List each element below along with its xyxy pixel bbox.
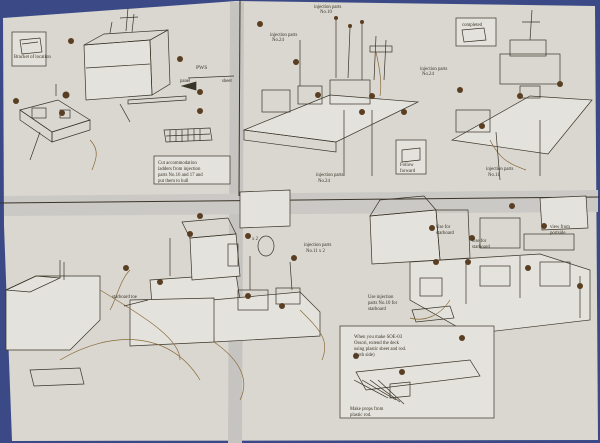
panel-top-left (11, 7, 235, 185)
note-line-1: Cut accommodation (158, 161, 197, 166)
label-starboard-toe: starboard toe (112, 295, 137, 300)
label-bracket: Bracket of location (14, 55, 51, 60)
label-parts-d: injection parts (316, 173, 343, 178)
panel-bottom-right (339, 195, 591, 419)
label-use-for-a2: starboard (436, 231, 454, 236)
label-parts-c-no: No.24 (422, 72, 434, 77)
step-markers-tr (257, 21, 563, 129)
label-forward-a: Follow (400, 163, 414, 168)
note-line-4: put them to hull (158, 179, 189, 184)
step-markers-bl (123, 213, 297, 309)
label-parts-e: injection parts (486, 167, 513, 172)
label-use-parts2: parts No.10 for (368, 301, 398, 306)
label-view: view from (550, 225, 570, 230)
label-parts-d-no: No.24 (318, 179, 330, 184)
note-line-2: ladders from injection (158, 167, 201, 172)
label-use-for-b2: starboard (472, 245, 490, 250)
label-use-parts3: starboard (368, 307, 386, 312)
inset-caption-a: Make props from (350, 407, 384, 412)
label-x2: x 2 (252, 237, 259, 242)
label-view2: portside (550, 231, 565, 236)
label-pws-detail2: sheet (222, 79, 233, 84)
inset-line-4: (both side) (354, 353, 375, 358)
label-use-for-a: Use for (436, 225, 451, 230)
inset-caption-b: plastic rod. (350, 413, 371, 418)
label-completed: completed (462, 23, 483, 28)
label-pws: PWS (196, 65, 207, 71)
label-use-parts: Use injection (368, 295, 394, 300)
note-line-3: parts No.16 and 17 and (158, 173, 203, 178)
label-parts-c: injection parts (420, 67, 447, 72)
panel-bottom-left (4, 189, 326, 401)
inset-line-1: When you make SOE-03 (354, 335, 403, 340)
panel-top-right (242, 9, 593, 181)
label-bl-parts-no: No.11 x 2 (306, 249, 325, 254)
label-forward-b: forward (400, 169, 416, 174)
step-markers-br (353, 203, 583, 375)
inset-line-2: Ossori, extend the deck (354, 341, 400, 346)
horizontal-fold (4, 190, 598, 216)
label-parts-a: injection parts (314, 5, 341, 10)
label-parts-b: injection parts (270, 33, 297, 38)
label-parts-e-no: No.11 (488, 173, 500, 178)
label-bl-parts: injection parts (304, 243, 331, 248)
step-markers-tl (13, 38, 203, 116)
inset-line-3: using plastic sheet and rod. (354, 347, 406, 352)
label-pws-detail: panel (180, 79, 191, 84)
label-parts-b-no: No.24 (272, 38, 284, 43)
label-parts-a-no: No.10 (320, 10, 332, 15)
label-use-for-b: Use for (472, 239, 487, 244)
